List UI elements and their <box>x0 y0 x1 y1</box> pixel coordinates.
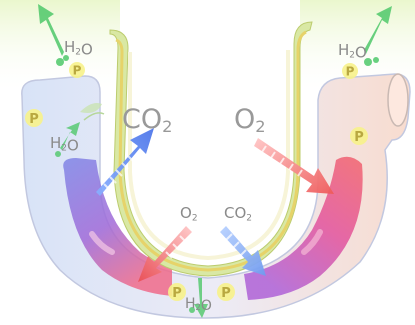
svg-text:P: P <box>346 65 355 79</box>
p-marker-top-right: P <box>342 63 358 79</box>
co2-large-arrow <box>96 128 154 196</box>
h2o-bottom-label: H2O <box>185 296 212 314</box>
h2o-mid-left-label: H2O <box>50 134 79 154</box>
leaf-decoration <box>80 103 102 113</box>
svg-text:P: P <box>354 130 364 145</box>
o2-large-label: O2 <box>234 104 266 136</box>
inner-membrane-outer <box>109 21 313 277</box>
svg-text:P: P <box>172 286 182 301</box>
h2o-top-right-label: H2O <box>338 41 367 61</box>
co2-small-label: CO2 <box>224 204 252 223</box>
p-marker-top-left: P <box>69 62 85 78</box>
inner-lumen <box>128 50 290 260</box>
p-marker-left: P <box>25 109 43 127</box>
h2o-arrow-bottom <box>189 278 208 318</box>
right-tube-opening <box>387 73 409 127</box>
p-marker-bottom-right: P <box>217 283 235 301</box>
co2-large-label: CO2 <box>122 104 172 136</box>
svg-text:P: P <box>221 286 231 301</box>
p-marker-bottom-left: P <box>168 283 186 301</box>
o2-small-arrow <box>138 226 192 282</box>
o2-large-arrow <box>254 138 334 194</box>
h2o-arrow-top-right <box>364 6 392 66</box>
right-tissue-highlight <box>301 229 323 255</box>
inner-tube <box>115 30 307 272</box>
left-tissue-highlight <box>89 231 115 255</box>
svg-text:P: P <box>73 64 82 78</box>
leaf-decoration-2 <box>83 112 105 121</box>
p-marker-right: P <box>350 127 368 145</box>
h2o-arrow-top-left <box>38 4 69 66</box>
svg-text:P: P <box>29 112 39 127</box>
o2-small-label: O2 <box>180 204 198 223</box>
h2o-arrow-mid-left <box>55 122 80 157</box>
h2o-top-left-label: H2O <box>64 38 93 58</box>
left-tissue-band <box>63 158 173 296</box>
co2-small-arrow <box>220 226 266 276</box>
